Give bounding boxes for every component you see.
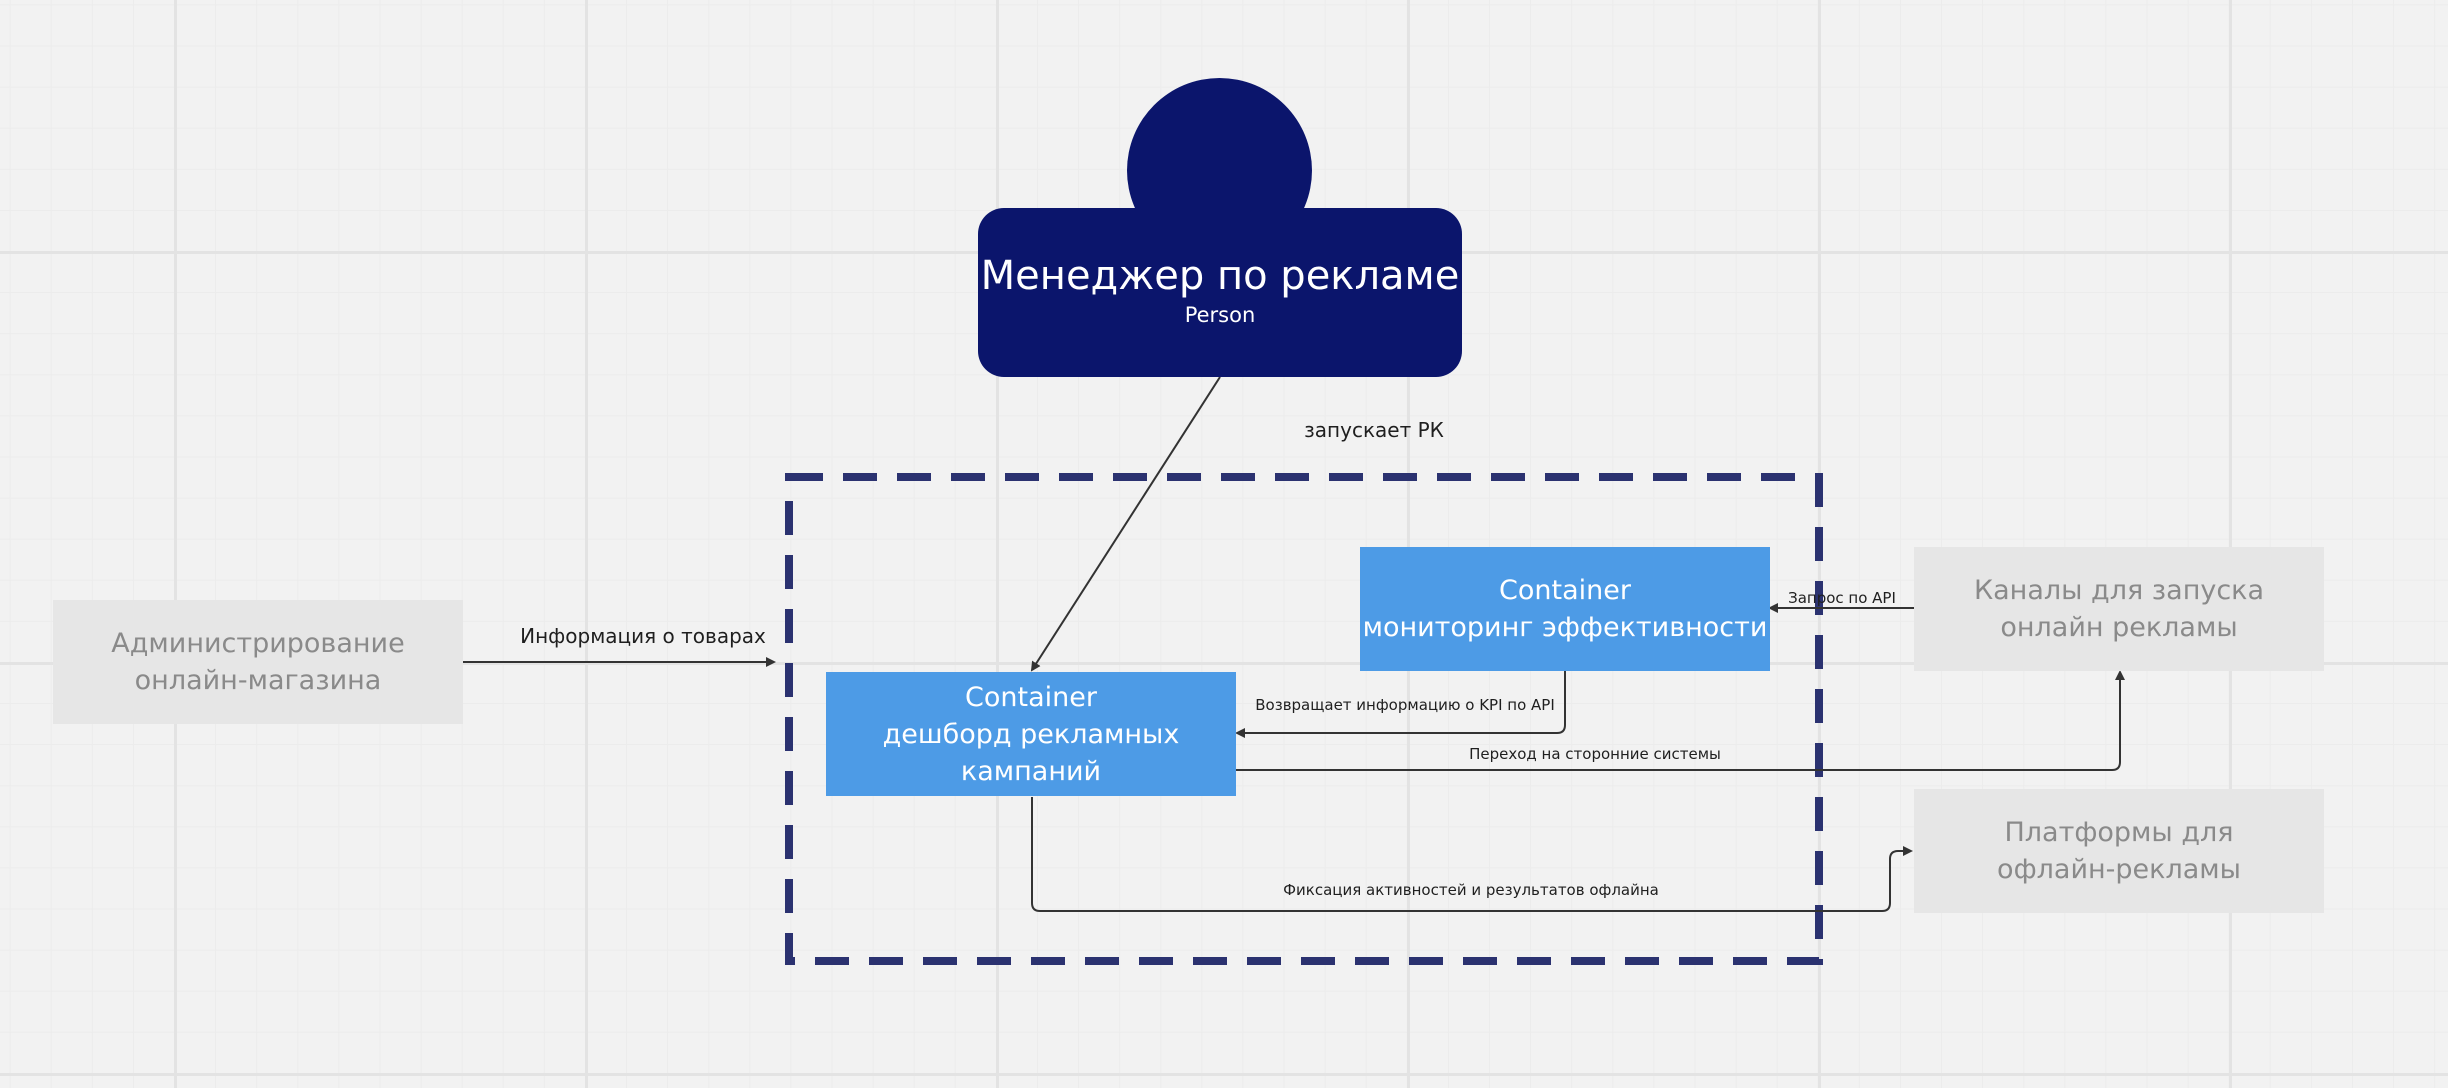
external-admin-line-2: онлайн-магазина bbox=[134, 665, 382, 696]
label-api-request: Запрос по API bbox=[1788, 589, 1896, 607]
container-dashboard-type: Container bbox=[965, 681, 1097, 713]
person-type: Person bbox=[1184, 302, 1256, 327]
connector-offline-tracking[interactable] bbox=[1031, 797, 1913, 912]
label-kpi-return: Возвращает информацию о KPI по API bbox=[1255, 696, 1555, 714]
container-monitoring-type: Container bbox=[1499, 575, 1631, 606]
external-online-channels-node[interactable]: Каналы для запуска онлайн рекламы bbox=[1914, 547, 2324, 671]
container-dashboard-line-1: дешборд рекламных bbox=[882, 718, 1180, 750]
external-admin-line-1: Администрирование bbox=[111, 628, 405, 659]
external-offline-line-1: Платформы для bbox=[2004, 817, 2234, 848]
label-offline-tracking: Фиксация активностей и результатов офлай… bbox=[1283, 881, 1659, 899]
person-name: Менеджер по рекламе bbox=[980, 252, 1460, 299]
container-monitoring-line-1: мониторинг эффективности bbox=[1362, 612, 1768, 643]
external-offline-platforms-node[interactable]: Платформы для офлайн-рекламы bbox=[1914, 789, 2324, 913]
label-external-redirect: Переход на сторонние системы bbox=[1469, 745, 1721, 763]
label-product-info: Информация о товарах bbox=[520, 624, 766, 648]
label-launches: запускает РК bbox=[1304, 418, 1444, 442]
external-offline-line-2: офлайн-рекламы bbox=[1997, 854, 2241, 885]
container-monitoring-node[interactable]: Container мониторинг эффективности bbox=[1360, 547, 1770, 671]
connector-launches[interactable] bbox=[1030, 376, 1221, 672]
external-admin-node[interactable]: Администрирование онлайн-магазина bbox=[53, 600, 463, 724]
connector-kpi-return[interactable] bbox=[1235, 671, 1566, 738]
external-online-line-2: онлайн рекламы bbox=[2000, 612, 2238, 643]
container-dashboard-node[interactable]: Container дешборд рекламных кампаний bbox=[826, 672, 1236, 796]
external-online-line-1: Каналы для запуска bbox=[1973, 575, 2265, 606]
system-boundary bbox=[785, 473, 1823, 965]
person-manager-node[interactable]: Менеджер по рекламе Person bbox=[978, 208, 1462, 377]
container-dashboard-line-2: кампаний bbox=[960, 755, 1102, 787]
connector-external-redirect[interactable] bbox=[1236, 670, 2125, 771]
